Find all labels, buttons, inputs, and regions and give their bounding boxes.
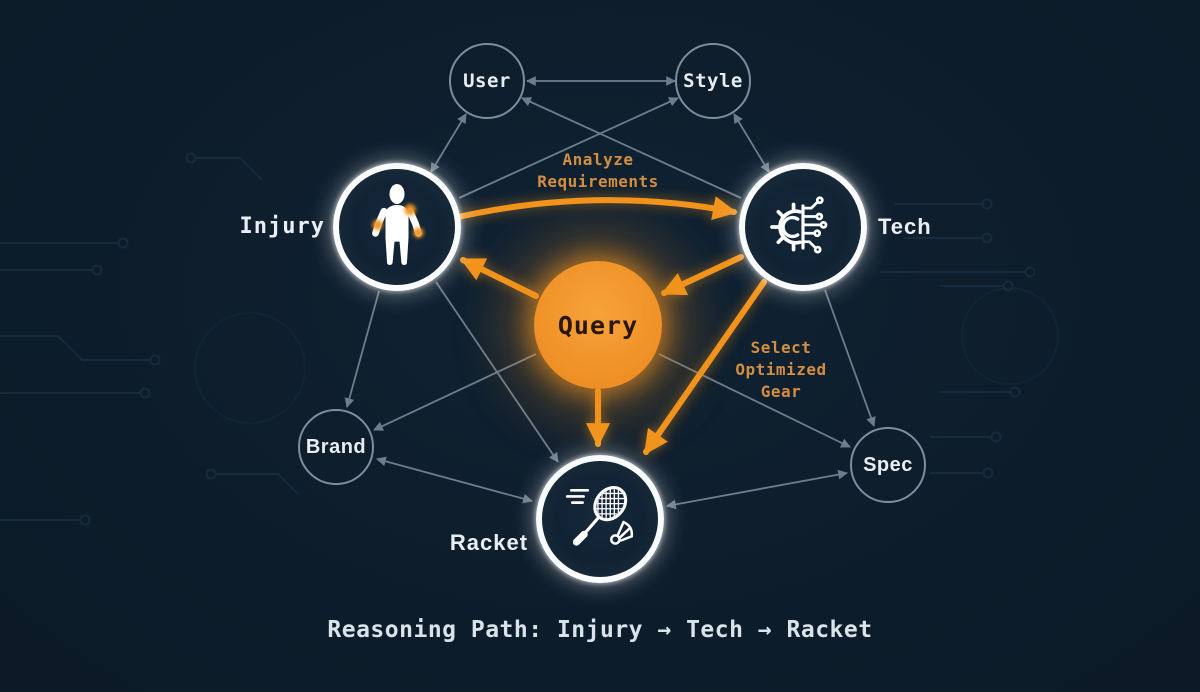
node-query: Query (534, 261, 662, 389)
edge-injury-racket (435, 281, 559, 463)
circuit-background-pattern (0, 152, 1059, 526)
racket-shuttlecock-icon (565, 483, 634, 546)
edge-injury-brand (344, 290, 380, 408)
node-injury-label: Injury (239, 214, 325, 239)
edge-label-analyze-requirements: Analyze Requirements (537, 150, 659, 191)
edge-brand-racket (376, 456, 533, 504)
edge-user-injury (430, 113, 467, 173)
node-racket (536, 455, 664, 583)
node-style: Style (675, 43, 751, 119)
edge-label-select-optimized-gear: Select Optimized Gear (735, 338, 827, 401)
node-brand-label: Brand (305, 435, 367, 458)
arrow-tech-to-query (661, 254, 744, 296)
node-user-label: User (463, 70, 511, 92)
injured-body-icon (372, 184, 424, 265)
injury-spots (372, 203, 424, 238)
node-spec: Spec (850, 427, 926, 503)
edge-tech-spec (824, 289, 876, 427)
edge-tech-user (521, 97, 742, 199)
node-tech (739, 163, 867, 291)
node-tech-label: Tech (878, 214, 932, 239)
shuttlecock (610, 520, 634, 545)
reasoning-path-arrows (455, 196, 767, 455)
node-query-label: Query (557, 310, 639, 340)
graph-edges (344, 76, 876, 510)
node-user: User (449, 43, 525, 119)
node-injury (333, 163, 461, 291)
edge-style-tech (733, 113, 770, 173)
arrow-tech-to-racket (643, 279, 767, 455)
node-brand: Brand (298, 409, 374, 485)
gear-circuit-icon (770, 196, 828, 254)
edge-spec-racket (666, 469, 848, 510)
edge-query-spec (658, 353, 851, 448)
node-spec-label: Spec (863, 453, 913, 476)
edge-query-brand (373, 353, 537, 431)
node-style-label: Style (683, 70, 743, 92)
arrow-query-to-injury (460, 257, 539, 299)
arrow-injury-to-tech (455, 196, 738, 220)
node-racket-label: Racket (449, 530, 529, 555)
edge-injury-style (458, 97, 679, 199)
reasoning-path-caption: Reasoning Path: Injury → Tech → Racket (327, 617, 873, 643)
speed-lines (565, 489, 590, 504)
circuit-traces (801, 196, 828, 254)
